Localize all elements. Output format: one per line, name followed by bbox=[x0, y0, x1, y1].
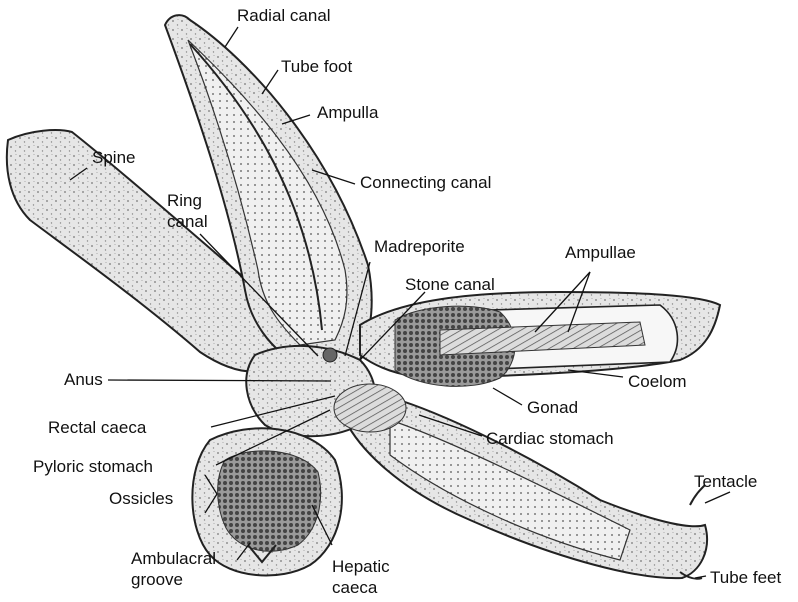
cardiac-stomach-shape bbox=[334, 384, 406, 432]
label-pyloric-stomach: Pyloric stomach bbox=[33, 457, 153, 477]
label-stone-canal: Stone canal bbox=[405, 275, 495, 295]
label-ambulacral-groove-line1: Ambulacral bbox=[131, 548, 216, 569]
label-tube-foot: Tube foot bbox=[281, 57, 352, 77]
label-tube-feet: Tube feet bbox=[710, 568, 781, 588]
label-ossicles: Ossicles bbox=[109, 489, 173, 509]
label-ring-canal-line1: Ring bbox=[167, 190, 202, 211]
label-anus: Anus bbox=[64, 370, 103, 390]
label-spine: Spine bbox=[92, 148, 135, 168]
label-cardiac-stomach: Cardiac stomach bbox=[486, 429, 614, 449]
label-coelom: Coelom bbox=[628, 372, 687, 392]
label-tentacle: Tentacle bbox=[694, 472, 757, 492]
cross-section-inner bbox=[218, 451, 321, 551]
label-ampulla: Ampulla bbox=[317, 103, 378, 123]
label-hepatic-caeca-line2: caeca bbox=[332, 577, 377, 598]
label-rectal-caeca: Rectal caeca bbox=[48, 418, 146, 438]
label-ring-canal-line2: canal bbox=[167, 211, 208, 232]
label-gonad: Gonad bbox=[527, 398, 578, 418]
label-ampullae: Ampullae bbox=[565, 243, 636, 263]
label-madreporite: Madreporite bbox=[374, 237, 465, 257]
label-hepatic-caeca-line1: Hepatic bbox=[332, 556, 390, 577]
label-connecting-canal: Connecting canal bbox=[360, 173, 491, 193]
label-ambulacral-groove-line2: groove bbox=[131, 569, 183, 590]
madreporite-dot bbox=[323, 348, 337, 362]
label-radial-canal: Radial canal bbox=[237, 6, 331, 26]
